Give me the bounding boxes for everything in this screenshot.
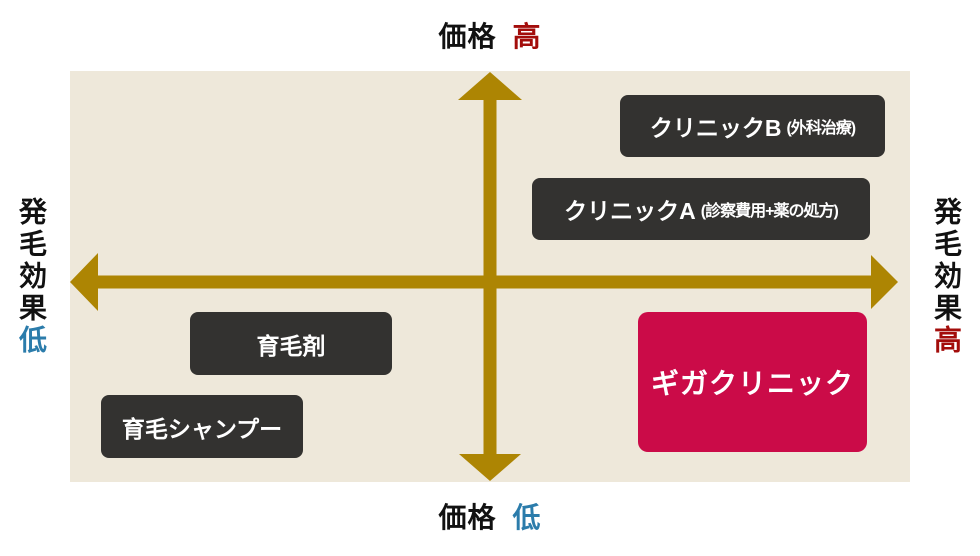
item-label: 育毛シャンプー	[121, 415, 283, 442]
axis-caption-effect-high: 発毛効果高	[926, 197, 966, 357]
item-giga-clinic: ギガクリニック	[638, 312, 867, 452]
item-label: 育毛剤	[256, 332, 326, 359]
axis-value-high: 高	[512, 21, 542, 52]
item-label: クリニックA	[564, 198, 696, 224]
axis-name-price: 価格	[438, 21, 497, 52]
axis-caption-price-high: 価格高	[70, 21, 910, 53]
arrowhead-down-icon	[459, 454, 521, 481]
item-clinic-b: クリニックB (外科治療)	[620, 95, 885, 157]
axis-caption-effect-low: 発毛効果低	[11, 197, 51, 357]
item-note: (診察費用+薬の処方)	[700, 203, 839, 220]
item-hair-growth-tonic: 育毛剤	[190, 312, 392, 375]
arrowhead-left-icon	[70, 253, 98, 311]
item-label: ギガクリニック	[650, 368, 854, 399]
axis-value-low: 低	[16, 325, 47, 357]
item-note: (外科治療)	[786, 120, 856, 137]
axis-name-price: 価格	[438, 502, 497, 533]
axis-arrows-icon	[70, 72, 898, 481]
arrowhead-right-icon	[871, 255, 898, 309]
axis-value-high: 高	[931, 325, 962, 357]
axis-value-low: 低	[512, 502, 542, 533]
axis-name-effect: 発毛効果	[16, 197, 47, 325]
axis-caption-price-low: 価格低	[70, 502, 910, 534]
item-clinic-a: クリニックA (診察費用+薬の処方)	[532, 178, 870, 240]
item-label: クリニックB	[649, 115, 782, 141]
quadrant-panel: クリニックB (外科治療) クリニックA (診察費用+薬の処方) 育毛剤 育毛シ…	[70, 71, 910, 482]
arrowhead-up-icon	[458, 72, 522, 100]
vertical-axis-shaft	[483, 99, 497, 454]
axis-name-effect: 発毛効果	[931, 197, 962, 325]
item-hair-growth-shampoo: 育毛シャンプー	[101, 395, 303, 458]
